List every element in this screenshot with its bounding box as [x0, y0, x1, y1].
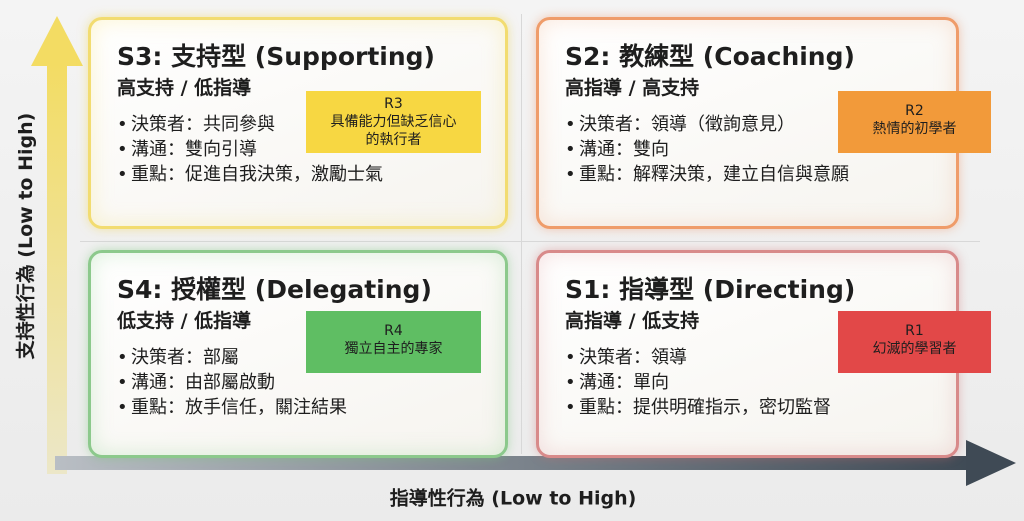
list-item: •重點：促進自我決策，激勵士氣 — [117, 164, 383, 185]
list-item: •決策者：領導 — [565, 347, 687, 368]
readiness-tag-r4: R4 獨立自主的專家 — [306, 311, 481, 373]
list-item: •決策者：領導（徵詢意見） — [565, 114, 795, 135]
quadrant-title: S1: 指導型 (Directing) — [565, 275, 856, 304]
tag-label: 具備能力但缺乏信心 — [330, 114, 457, 130]
horizontal-divider — [80, 241, 980, 242]
y-axis-line — [47, 62, 67, 474]
tag-code: R2 — [905, 103, 924, 119]
readiness-tag-r1: R1 幻滅的學習者 — [838, 311, 991, 373]
quadrant-list: •決策者：領導（徵詢意見） •溝通：雙向 •重點：解釋決策，建立自信與意願 — [565, 112, 956, 187]
quadrant-subtitle: 高指導 / 高支持 — [565, 77, 700, 99]
x-axis-label: 指導性行為 (Low to High) — [389, 487, 637, 510]
list-item: •重點：解釋決策，建立自信與意願 — [565, 164, 849, 185]
quadrant-title: S3: 支持型 (Supporting) — [117, 42, 435, 71]
quadrant-s3-supporting: S3: 支持型 (Supporting) 高支持 / 低指導 •決策者：共同參與… — [88, 17, 508, 229]
tag-code: R3 — [384, 96, 403, 112]
x-axis-arrow — [966, 440, 1016, 486]
tag-label: 幻滅的學習者 — [872, 341, 957, 357]
quadrant-subtitle: 低支持 / 低指導 — [117, 310, 252, 332]
tag-code: R4 — [384, 323, 403, 339]
list-item: •溝通：雙向 — [565, 139, 669, 160]
quadrant-list: •決策者：領導 •溝通：單向 •重點：提供明確指示，密切監督 — [565, 345, 956, 420]
quadrant-list: •決策者：部屬 •溝通：由部屬啟動 •重點：放手信任，關注結果 — [117, 345, 505, 420]
list-item: •決策者：共同參與 — [117, 114, 275, 135]
list-item: •重點：放手信任，關注結果 — [117, 397, 347, 418]
y-axis-arrow — [31, 16, 83, 66]
quadrant-subtitle: 高支持 / 低指導 — [117, 77, 252, 99]
list-item: •溝通：單向 — [565, 372, 669, 393]
tag-label: 的執行者 — [365, 132, 422, 148]
tag-code: R1 — [905, 323, 924, 339]
x-axis-line — [55, 456, 973, 470]
quadrant-subtitle: 高指導 / 低支持 — [565, 310, 700, 332]
quadrant-list: •決策者：共同參與 •溝通：雙向引導 •重點：促進自我決策，激勵士氣 — [117, 112, 505, 187]
readiness-tag-r2: R2 熱情的初學者 — [838, 91, 991, 153]
readiness-tag-r3: R3 具備能力但缺乏信心 的執行者 — [306, 91, 481, 153]
list-item: •重點：提供明確指示，密切監督 — [565, 397, 831, 418]
list-item: •溝通：由部屬啟動 — [117, 372, 275, 393]
list-item: •溝通：雙向引導 — [117, 139, 257, 160]
quadrant-title: S4: 授權型 (Delegating) — [117, 275, 432, 304]
vertical-divider — [521, 14, 522, 454]
tag-label: 熱情的初學者 — [872, 121, 957, 137]
quadrant-title: S2: 教練型 (Coaching) — [565, 42, 855, 71]
tag-label: 獨立自主的專家 — [344, 341, 443, 357]
list-item: •決策者：部屬 — [117, 347, 239, 368]
y-axis-label: 支持性行為 (Low to High) — [15, 112, 37, 360]
